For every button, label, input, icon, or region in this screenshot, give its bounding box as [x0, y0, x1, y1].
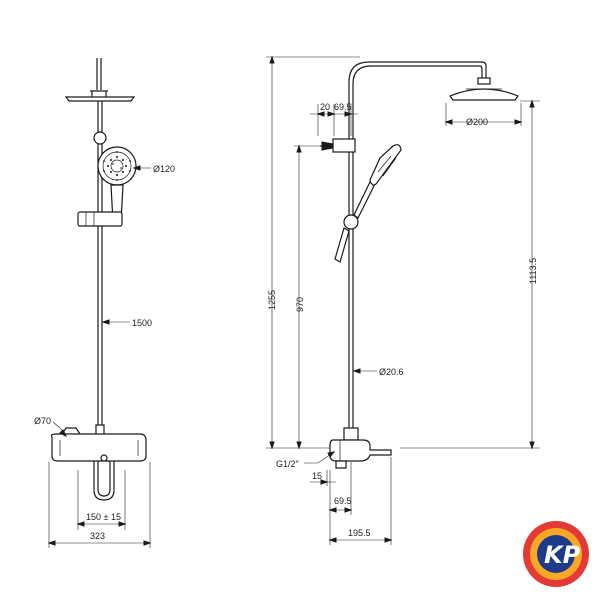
- dim-thread: G1/2": [276, 459, 299, 469]
- rain-head-side: [449, 88, 519, 101]
- logo-text: KP: [544, 541, 581, 569]
- slider-pivot: [343, 214, 359, 230]
- dim-projection: 195.5: [348, 528, 371, 538]
- mixer-body-side: [329, 427, 392, 469]
- dim-outlet-height: 1113.5: [528, 258, 538, 284]
- rain-head-front: [64, 96, 136, 102]
- dim-pipe-diameter: Ø20.6: [379, 367, 404, 377]
- dim-slide-height: 970: [295, 297, 305, 312]
- slider-holder: [77, 211, 123, 227]
- dim-head-diameter: Ø120: [153, 164, 175, 174]
- hand-shower-side: [353, 144, 402, 219]
- dim-outlet-spacing: 150 ± 15: [86, 512, 121, 522]
- hand-shower-front: [97, 146, 137, 223]
- rail-bracket: [93, 131, 107, 145]
- side-view: 20 69.5 Ø200 1255 970 1113.5 Ø20.6 G1/2": [266, 55, 540, 545]
- front-view: Ø120 1500 Ø70 150 ± 15 323: [34, 58, 175, 548]
- dim-total-height: 1255: [267, 290, 277, 310]
- mixer-body-front: [50, 424, 147, 501]
- wall-bracket: [332, 138, 356, 153]
- dim-base-depth: 69.5: [334, 496, 352, 506]
- dim-base-offset: 15: [312, 471, 322, 481]
- dim-bar-height: 1500: [132, 318, 152, 328]
- dim-offset-a: 20: [320, 102, 330, 112]
- dim-knob-diameter: Ø70: [34, 416, 51, 426]
- dim-rain-diameter: Ø200: [466, 117, 488, 127]
- dim-width: 323: [90, 531, 105, 541]
- dim-offset-b: 69.5: [334, 102, 352, 112]
- kp-logo: KP: [523, 521, 589, 587]
